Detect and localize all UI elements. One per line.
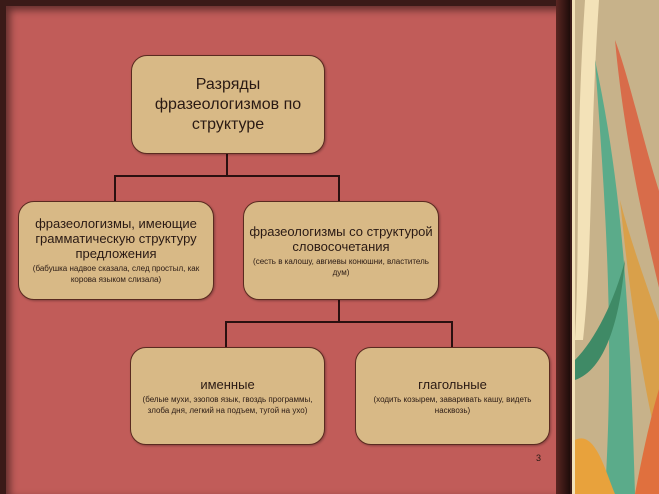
connector — [338, 175, 340, 201]
connector — [114, 175, 116, 201]
connector — [114, 175, 340, 177]
node-title: глагольные — [418, 376, 487, 392]
node-title: фразеологизмы, имеющие грамматическую ст… — [35, 216, 197, 261]
slide-number: 3 — [536, 453, 542, 463]
root-node: Разряды фразеологизмов по структуре — [131, 55, 325, 154]
connector — [226, 152, 228, 176]
node-examples: (белые мухи, эзопов язык, гвоздь програм… — [142, 394, 313, 415]
sentence-structure-node: фразеологизмы, имеющие грамматическую ст… — [18, 201, 214, 300]
node-examples: (ходить козырем, заваривать кашу, видеть… — [373, 394, 532, 415]
connector — [451, 321, 453, 347]
root-title: Разряды фразеологизмов по структуре — [154, 75, 302, 133]
verbal-node: глагольные (ходить козырем, заваривать к… — [355, 347, 550, 445]
slide-edge — [556, 0, 570, 494]
nominal-node: именные (белые мухи, эзопов язык, гвоздь… — [130, 347, 325, 445]
node-title: именные — [200, 376, 255, 392]
connector — [338, 298, 340, 322]
node-examples: (сесть в калошу, авгиевы конюшни, власти… — [253, 257, 429, 277]
node-title: фразеологизмы со структурой словосочетан… — [249, 224, 433, 254]
decorative-ornament-icon — [575, 0, 659, 494]
node-examples: (бабушка надвое сказала, след простыл, к… — [32, 264, 200, 284]
connector — [225, 321, 227, 347]
decorative-panel — [572, 0, 659, 494]
phrase-structure-node: фразеологизмы со структурой словосочетан… — [243, 201, 439, 300]
connector — [225, 321, 453, 323]
